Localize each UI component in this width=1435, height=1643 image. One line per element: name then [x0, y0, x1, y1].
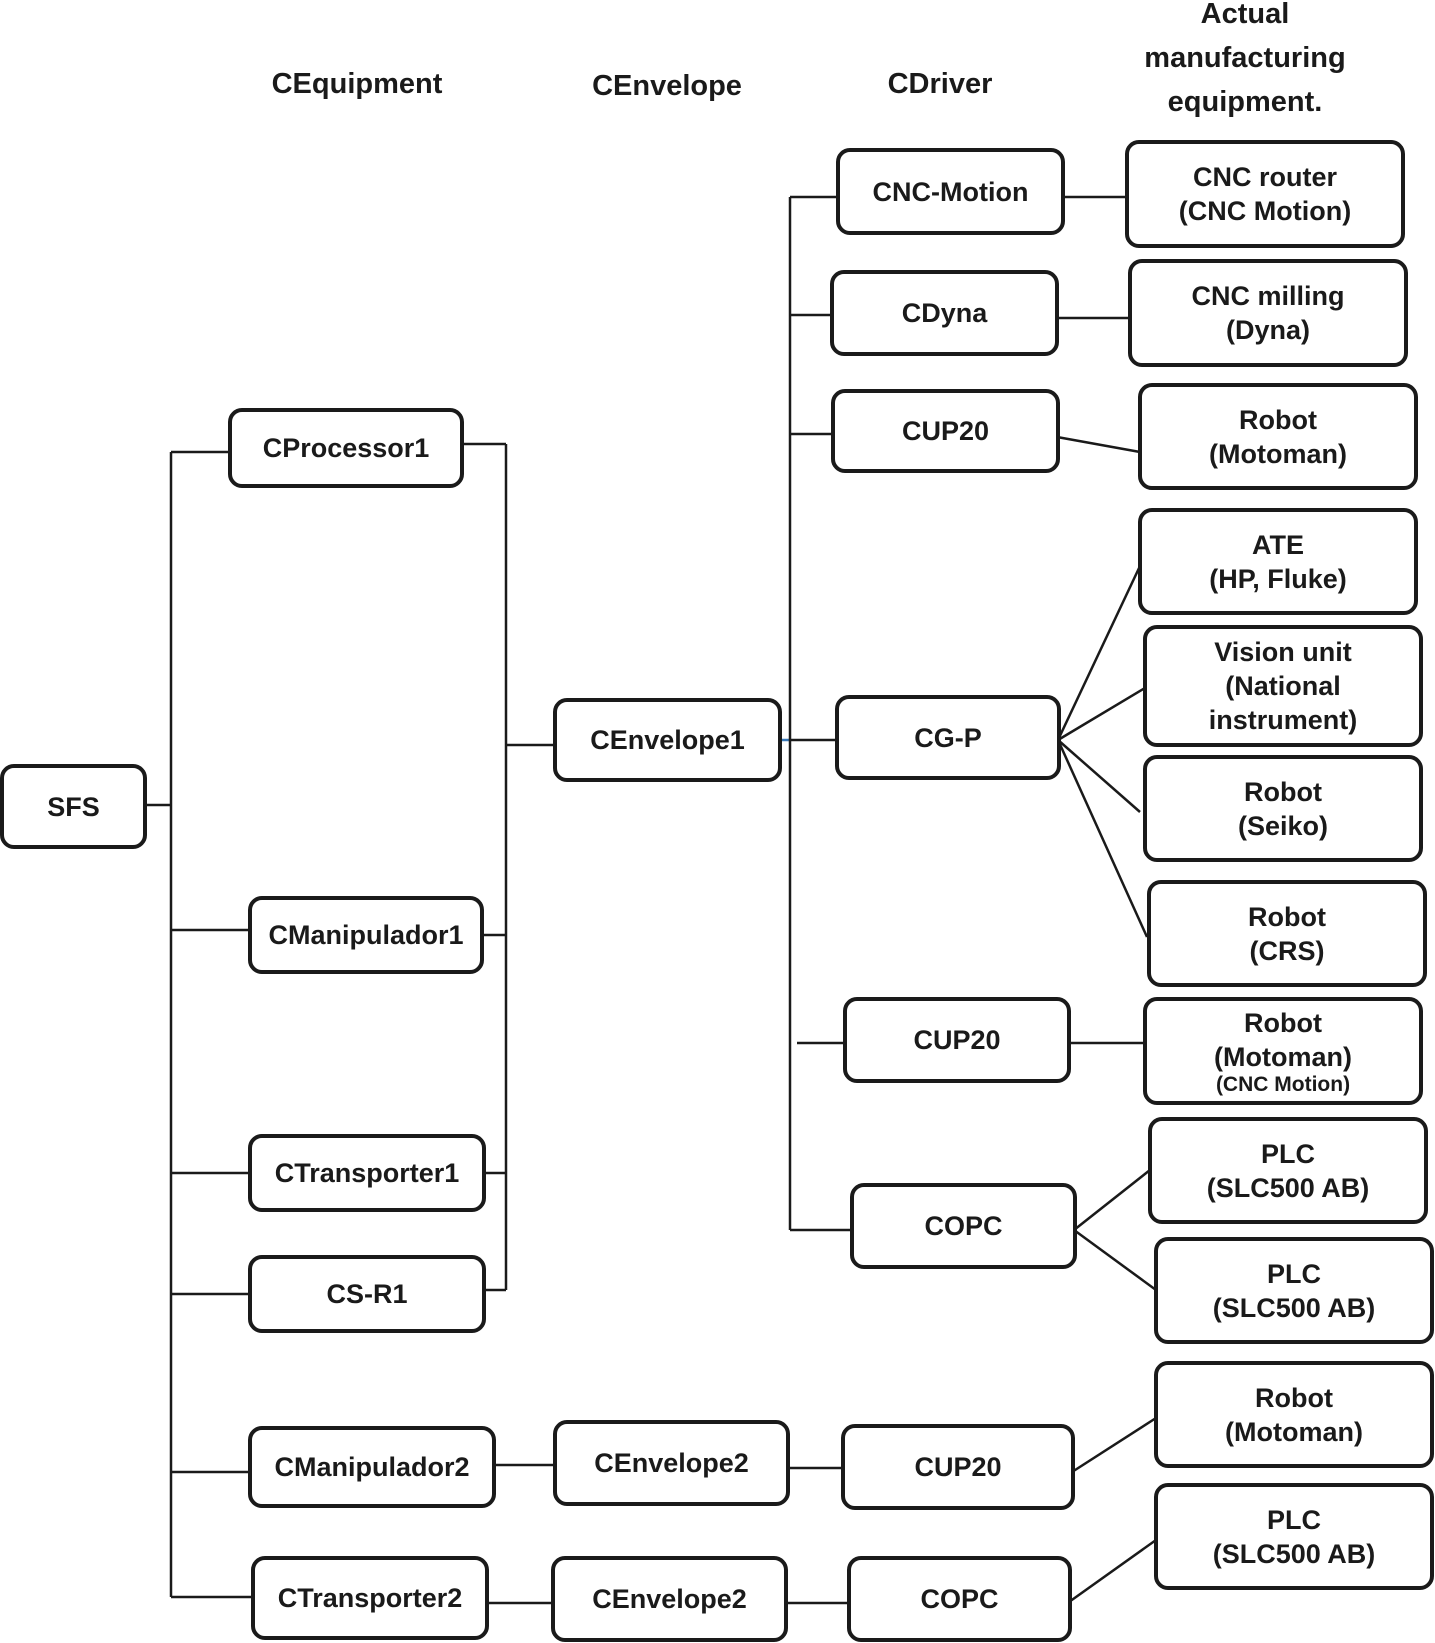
- node-cup20-2: CUP20: [843, 997, 1071, 1083]
- header-cenvelope: CEnvelope: [592, 70, 742, 102]
- node-ctransporter2: CTransporter2: [251, 1556, 489, 1640]
- device-robot-motoman-3: Robot(Motoman): [1154, 1361, 1434, 1468]
- device-robot-seiko: Robot(Seiko): [1143, 755, 1423, 862]
- node-cup20-3: CUP20: [841, 1424, 1075, 1510]
- device-plc-3: PLC(SLC500 AB): [1154, 1483, 1434, 1590]
- node-cenvelope2-upper: CEnvelope2: [553, 1420, 790, 1506]
- header-actual-equipment: Actual manufacturing equipment.: [1144, 0, 1346, 118]
- node-sfs: SFS: [0, 764, 147, 849]
- node-cmanipulador1: CManipulador1: [248, 896, 484, 974]
- device-robot-motoman-1: Robot(Motoman): [1138, 383, 1418, 490]
- device-cnc-milling: CNC milling(Dyna): [1128, 259, 1408, 367]
- node-cs-r1: CS-R1: [248, 1255, 486, 1333]
- header-cequipment: CEquipment: [271, 68, 443, 100]
- node-cup20-1: CUP20: [831, 389, 1060, 473]
- node-cprocessor1: CProcessor1: [228, 408, 464, 488]
- header-cdriver: CDriver: [887, 68, 993, 100]
- device-ate: ATE(HP, Fluke): [1138, 508, 1418, 615]
- device-plc-1: PLC(SLC500 AB): [1148, 1117, 1428, 1224]
- device-cnc-router: CNC router(CNC Motion): [1125, 140, 1405, 248]
- device-robot-crs: Robot(CRS): [1147, 880, 1427, 987]
- node-cenvelope2-lower: CEnvelope2: [551, 1556, 788, 1642]
- device-plc-2: PLC(SLC500 AB): [1154, 1237, 1434, 1344]
- node-cmanipulador2: CManipulador2: [248, 1426, 496, 1508]
- device-robot-motoman-2: Robot(Motoman)(CNC Motion): [1143, 997, 1423, 1105]
- node-cnc-motion: CNC-Motion: [836, 148, 1065, 235]
- node-copc-2: COPC: [847, 1556, 1072, 1642]
- node-ctransporter1: CTransporter1: [248, 1134, 486, 1212]
- node-cg-p: CG-P: [835, 695, 1061, 780]
- node-copc-1: COPC: [850, 1183, 1077, 1269]
- node-cdyna: CDyna: [830, 270, 1059, 356]
- node-cenvelope1: CEnvelope1: [553, 698, 782, 782]
